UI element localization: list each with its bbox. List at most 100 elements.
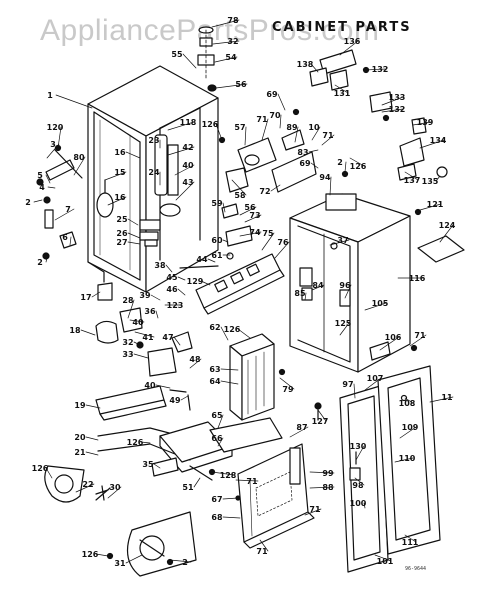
leader-line: [309, 471, 335, 474]
part-number-label: 60: [211, 236, 223, 245]
leader-line: [363, 502, 366, 509]
leader-line: [55, 94, 93, 109]
leader-line: [239, 206, 257, 216]
part-number-label: 24: [148, 168, 160, 177]
part-number-label: 71: [414, 331, 426, 340]
part-number-label: 134: [430, 136, 447, 145]
part-number-label: 110: [399, 454, 416, 463]
part-number-label: 71: [256, 115, 268, 124]
leader-line: [222, 239, 229, 243]
part-number-label: 68: [211, 513, 223, 522]
part-number-label: 71: [246, 477, 258, 486]
inner-components: [96, 134, 181, 247]
part-number-label: 66: [211, 434, 223, 443]
part-number-label: 20: [74, 433, 86, 442]
part-number-label: 87: [296, 423, 307, 432]
leader-line: [279, 114, 282, 129]
upper-middle-parts: [179, 108, 349, 315]
leader-line: [134, 331, 155, 338]
part-number-label: 99: [322, 469, 334, 478]
leader-line: [215, 83, 248, 89]
part-number-label: 126: [82, 550, 99, 559]
part-number-label: 128: [220, 471, 237, 480]
part-number-label: 98: [352, 481, 364, 490]
leader-line: [364, 68, 387, 71]
part-number-label: 32: [227, 37, 238, 46]
part-number-label: 46: [166, 285, 178, 294]
part-number-label: 63: [209, 365, 220, 374]
leader-line: [394, 457, 414, 463]
leader-line: [165, 264, 173, 273]
part-number-label: 5: [37, 171, 43, 180]
leader-line: [374, 554, 392, 562]
leader-line: [304, 508, 322, 516]
leader-line: [381, 108, 404, 113]
part-number-label: 64: [209, 377, 221, 386]
part-number-label: 18: [69, 326, 81, 335]
lower-panels: [235, 402, 322, 549]
part-number-label: 47: [162, 333, 173, 342]
part-number-label: 74: [249, 228, 261, 237]
part-number-label: 17: [80, 293, 91, 302]
part-number-label: 76: [277, 238, 289, 247]
leader-line: [167, 121, 195, 131]
part-number-label: 56: [235, 80, 247, 89]
part-number-label: 118: [180, 118, 197, 127]
leader-line: [304, 292, 307, 301]
part-number-label: 16: [114, 193, 126, 202]
part-number-label: 2: [337, 158, 343, 167]
part-number-label: 126: [350, 162, 367, 171]
leader-line: [127, 232, 141, 239]
leader-line: [200, 280, 211, 286]
left-hardware: [36, 144, 83, 260]
leader-line: [435, 175, 441, 182]
leader-line: [177, 288, 186, 296]
leader-line: [95, 553, 109, 557]
part-number-label: 51: [182, 483, 194, 492]
part-number-label: 97: [342, 380, 353, 389]
part-number-label: 56: [244, 203, 256, 212]
part-number-label: 69: [266, 90, 278, 99]
part-number-label: 136: [344, 37, 361, 46]
leader-line: [150, 294, 161, 301]
part-number-label: 62: [209, 323, 220, 332]
part-number-label: 125: [335, 319, 352, 328]
leader-line: [129, 319, 145, 323]
leader-line: [439, 224, 454, 243]
leader-line: [85, 436, 99, 441]
leader-line: [91, 291, 101, 298]
part-number-label: 135: [422, 177, 439, 186]
leader-line: [310, 162, 319, 169]
leader-line: [169, 559, 192, 563]
part-number-label: 126: [202, 120, 219, 129]
part-number-label: 139: [417, 118, 434, 127]
leader-line: [399, 426, 417, 439]
top-hinge: [197, 26, 217, 92]
leader-line: [222, 202, 226, 213]
leader-line: [140, 441, 151, 444]
leader-line: [125, 554, 143, 564]
part-number-label: 57: [234, 123, 245, 132]
leader-line: [69, 236, 72, 246]
part-number-label: 30: [109, 483, 121, 492]
leader-line: [80, 329, 96, 336]
leader-line: [429, 396, 454, 403]
part-number-label: 126: [32, 464, 49, 473]
leader-line: [344, 161, 347, 173]
part-number-label: 105: [372, 299, 389, 308]
leader-line: [45, 174, 51, 184]
part-number-label: 107: [367, 374, 384, 383]
leader-line: [45, 467, 53, 479]
part-number-label: 4: [39, 183, 45, 192]
leader-line: [354, 477, 365, 486]
part-number-label: 138: [297, 60, 314, 69]
leader-line: [155, 310, 159, 319]
leader-line: [231, 179, 247, 196]
leader-line: [270, 184, 281, 192]
part-number-label: 1: [47, 91, 53, 100]
leader-line: [182, 53, 197, 69]
leader-line: [153, 463, 161, 469]
part-number-label: 28: [122, 296, 134, 305]
leader-line: [217, 437, 224, 447]
leader-line: [308, 149, 319, 153]
